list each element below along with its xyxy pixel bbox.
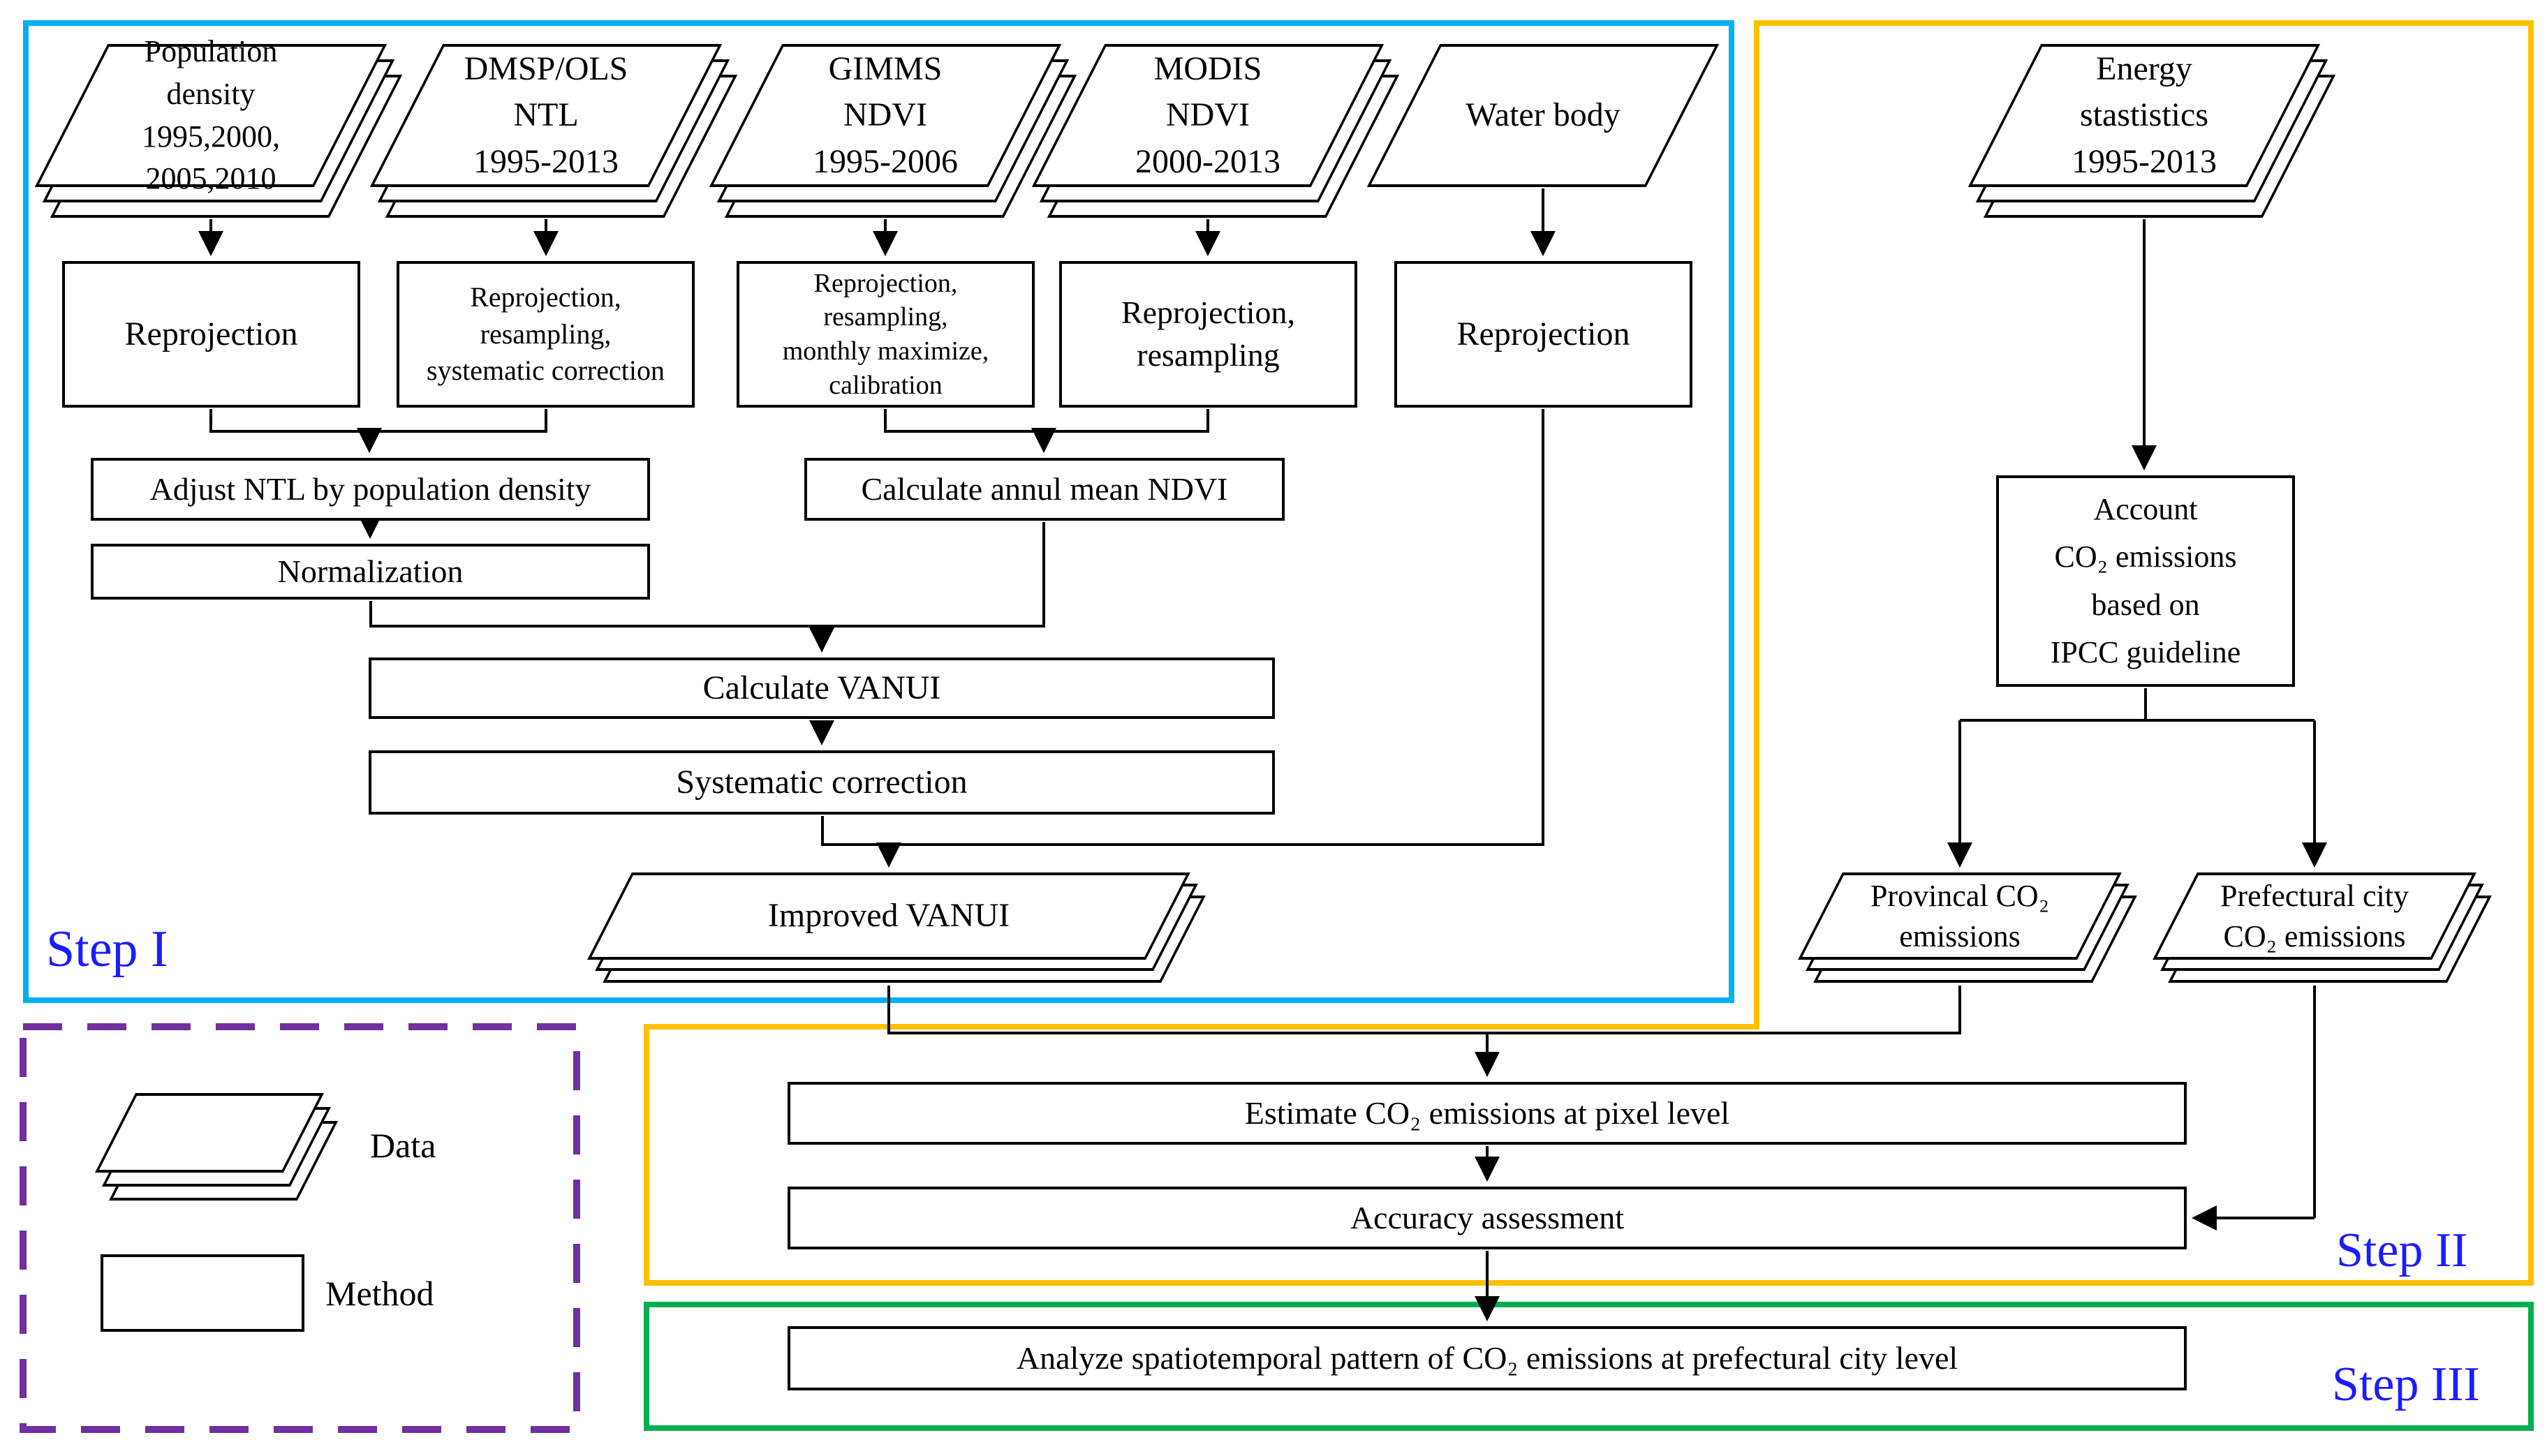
method-box-calc-annual-ndvi: Calculate annul mean NDVI bbox=[804, 458, 1285, 521]
step2-frame bbox=[644, 20, 2534, 1286]
step3-label: Step III bbox=[2332, 1358, 2480, 1411]
data-stack-improved-vanui: Improved VANUI bbox=[587, 872, 1206, 983]
method-box-systematic-correction: Systematic correction bbox=[369, 750, 1275, 815]
data-stack-energy-statistics: Energy stastistics 1995-2013 bbox=[1968, 44, 2336, 218]
method-box-reprojection-population: Reprojection bbox=[62, 261, 360, 408]
data-stack-population-label: Population density 1995,2000, 2005,2010 bbox=[142, 34, 280, 196]
legend-method-box bbox=[101, 1254, 304, 1332]
method-box-analyze-pattern: Analyze spatiotemporal pattern of CO₂ em… bbox=[788, 1326, 2187, 1390]
legend-method-label: Method bbox=[325, 1274, 434, 1313]
step1-frame bbox=[23, 20, 1734, 1003]
step1-label: Step I bbox=[46, 921, 168, 978]
data-stack-provincial-co2: Provincal CO₂ emissions bbox=[1798, 872, 2137, 983]
data-stack-gimms-ndvi: GIMMS NDVI 1995-2006 bbox=[709, 44, 1077, 218]
legend-data-stack bbox=[94, 1093, 339, 1201]
step3-frame bbox=[644, 1302, 2534, 1431]
data-stack-prefectural-co2-label: Prefectural city CO₂ emissions bbox=[2220, 879, 2409, 953]
data-stack-dmsp-ntl: DMSP/OLS NTL 1995-2013 bbox=[369, 44, 738, 218]
data-stack-population: Population density 1995,2000, 2005,2010 bbox=[34, 34, 403, 218]
data-water-body-label: Water body bbox=[1466, 96, 1621, 134]
data-stack-improved-vanui-label: Improved VANUI bbox=[767, 897, 1010, 935]
legend-frame bbox=[20, 1023, 580, 1433]
method-box-adjust-ntl: Adjust NTL by population density bbox=[91, 458, 650, 521]
data-stack-gimms-ndvi-label: GIMMS NDVI 1995-2006 bbox=[813, 50, 958, 180]
method-box-reprojection-modis: Reprojection, resampling bbox=[1059, 261, 1357, 408]
data-stack-provincial-co2-label: Provincal CO₂ emissions bbox=[1870, 879, 2050, 953]
step2-label: Step II bbox=[2336, 1224, 2468, 1277]
method-box-reprojection-ntl: Reprojection, resampling, systematic cor… bbox=[397, 261, 695, 408]
data-stack-modis-ndvi: MODIS NDVI 2000-2013 bbox=[1031, 44, 1400, 218]
method-box-calculate-vanui: Calculate VANUI bbox=[369, 658, 1275, 719]
data-stack-dmsp-ntl-label: DMSP/OLS NTL 1995-2013 bbox=[464, 50, 628, 180]
legend-data-label: Data bbox=[370, 1126, 436, 1165]
method-box-estimate-pixel-co2: Estimate CO₂ emissions at pixel level bbox=[788, 1082, 2187, 1145]
method-box-normalization: Normalization bbox=[91, 544, 650, 600]
method-box-reprojection-gimms: Reprojection, resampling, monthly maximi… bbox=[737, 261, 1035, 408]
data-water-body: Water body bbox=[1366, 44, 1720, 187]
data-stack-energy-statistics-label: Energy stastistics 1995-2013 bbox=[2072, 50, 2217, 180]
data-stack-prefectural-co2: Prefectural city CO₂ emissions bbox=[2153, 872, 2492, 983]
flow-arrows bbox=[198, 188, 2327, 1322]
method-box-account-co2: Account CO₂ emissions based on IPCC guid… bbox=[1996, 475, 2295, 687]
data-stack-modis-ndvi-label: MODIS NDVI 2000-2013 bbox=[1135, 50, 1280, 180]
method-box-reprojection-water: Reprojection bbox=[1394, 261, 1692, 408]
method-box-accuracy-assessment: Accuracy assessment bbox=[788, 1187, 2187, 1249]
connector-lines bbox=[209, 409, 2316, 1218]
